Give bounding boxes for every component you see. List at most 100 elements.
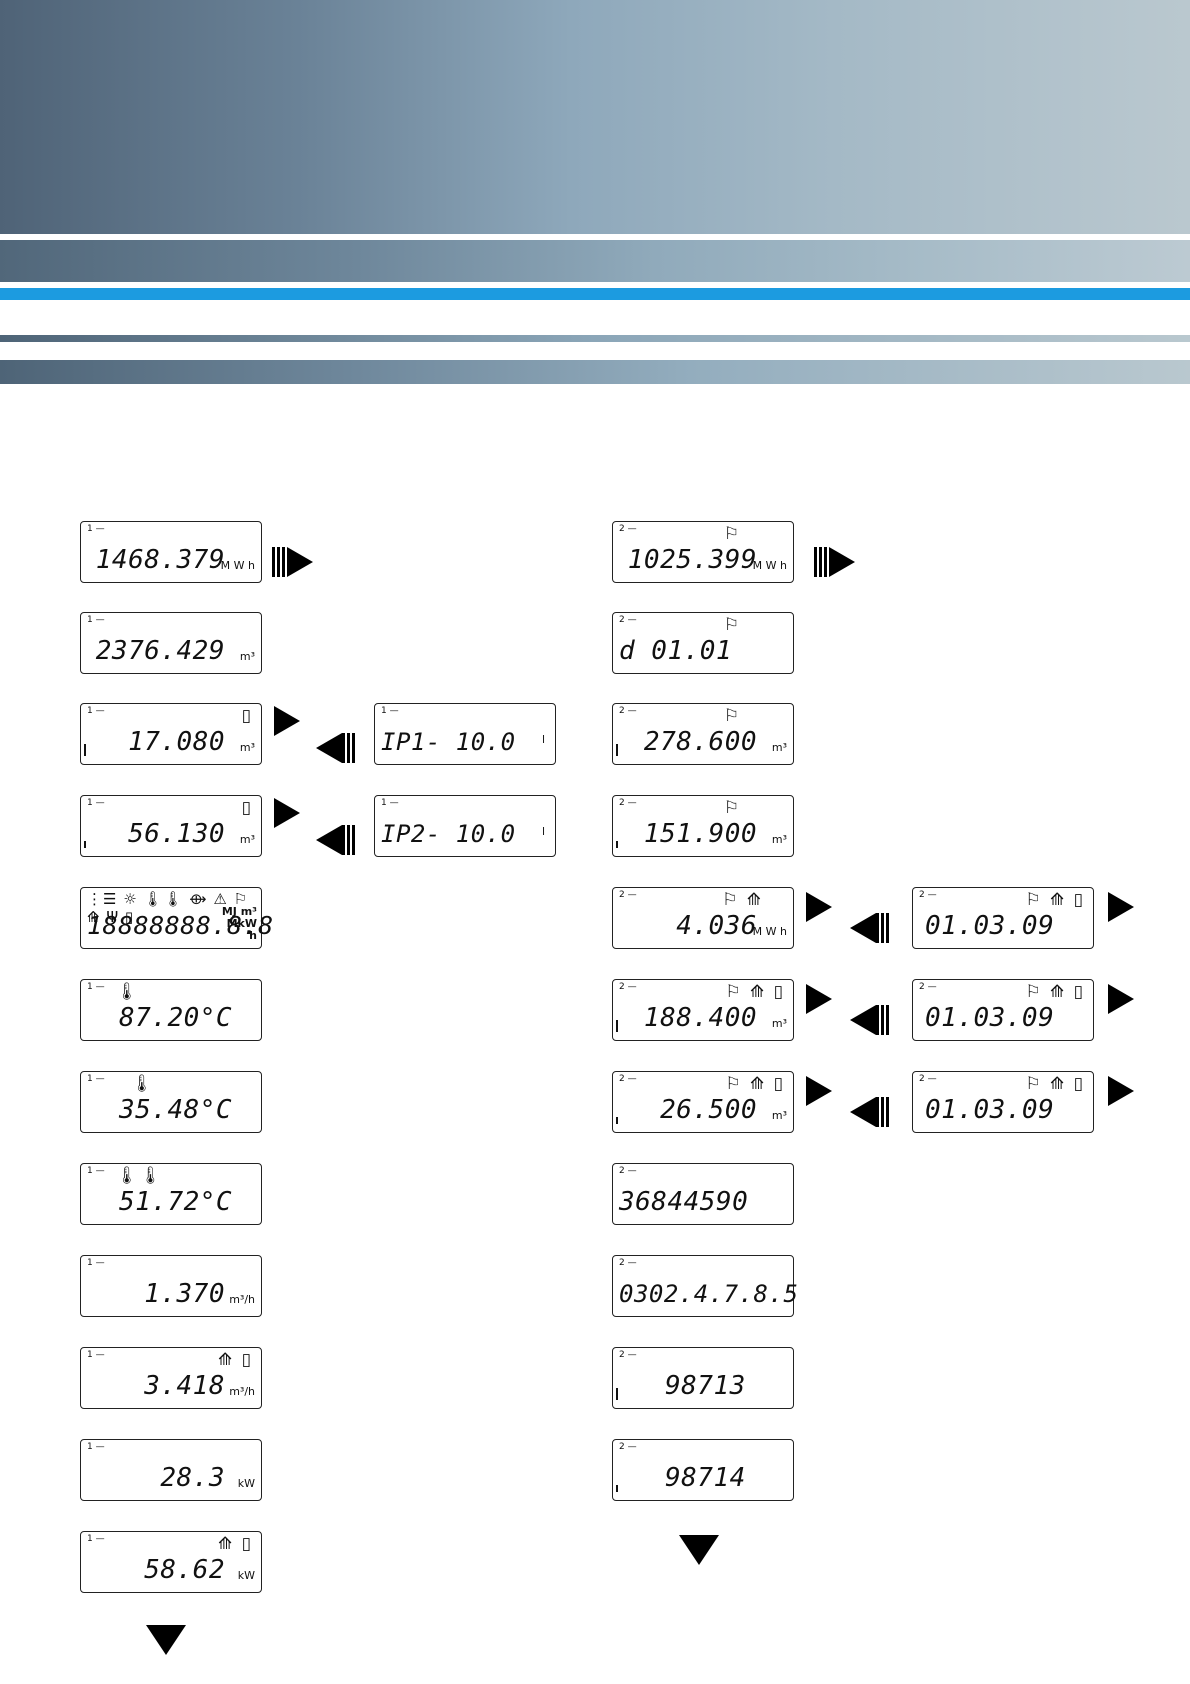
channel-label: 1 — [381, 798, 399, 808]
left-bars-icon [876, 1005, 890, 1035]
lcd-value: 28.3 [160, 1463, 225, 1493]
right-arrow-icon [806, 984, 832, 1014]
segment-test-icons: ⋮☰ ☼ 🌡🌡 ⟴ ⚠ ⚐ ⟰ Ψ ▯ [87, 890, 249, 926]
header-thin-line [0, 335, 1190, 342]
memory-icon: ▯ [241, 706, 253, 726]
channel-label: 2 — [919, 890, 937, 900]
lcd-right-3: 2 — ⚐ 278.600 m³ [612, 703, 794, 765]
tariff-peak-icon: ⚐ ⟰ ▯ [725, 982, 785, 1002]
lcd-value: 1.370 [144, 1279, 225, 1309]
lcd-left-4: 1 — ▯ 56.130 m³ [80, 795, 262, 857]
lcd-right-2: 2 — ⚐ d 01.01 [612, 612, 794, 674]
lcd-right-9: 2 — 0302.4.7.8.5 [612, 1255, 798, 1317]
lcd-value: 151.900 [643, 819, 757, 849]
lcd-value: 1468.379 [95, 545, 225, 575]
right-arrow-icon [1108, 892, 1134, 922]
channel-label: 1 — [87, 1258, 105, 1268]
lcd-unit: m³ [239, 741, 255, 754]
lcd-left-2: 1 — 2376.429 m³ [80, 612, 262, 674]
lcd-left-9: 1 — 1.370 m³/h [80, 1255, 262, 1317]
lcd-right-1: 2 — ⚐ 1025.399 M W h [612, 521, 794, 583]
channel-label: 2 — [619, 982, 637, 992]
memory-icon: ▯ [241, 798, 253, 818]
lcd-unit: m³ [771, 1109, 787, 1122]
flag-icon [616, 1485, 618, 1492]
lcd-left-1: 1 — 1468.379 M W h [80, 521, 262, 583]
left-arrow-icon [316, 825, 342, 855]
lcd-value: 1025.399 [627, 545, 757, 575]
tariff-peak-icon: ⚐ ⟰ [722, 890, 763, 910]
lcd-unit: m³ [239, 833, 255, 846]
flag-icon [616, 1388, 618, 1400]
next-arrow-icon [829, 547, 855, 577]
left-arrow-icon [850, 1097, 876, 1127]
header-banner [0, 0, 1190, 234]
tariff-peak-icon: ⚐ ⟰ ▯ [1025, 1074, 1085, 1094]
lcd-right-10: 2 — 98713 [612, 1347, 794, 1409]
flag-icon [616, 1020, 618, 1032]
lcd-value: 35.48°C [119, 1095, 233, 1125]
left-arrow-icon [850, 913, 876, 943]
lcd-unit: m³ [771, 741, 787, 754]
flag-icon [84, 841, 86, 848]
right-arrow-icon [274, 706, 300, 736]
lcd-right-8: 2 — 36844590 [612, 1163, 794, 1225]
next-arrow-icon [287, 547, 313, 577]
lcd-value: 01.03.09 [925, 911, 1055, 941]
lcd-left-10: 1 — ⟰ ▯ 3.418 m³/h [80, 1347, 262, 1409]
lcd-value: 98714 [665, 1463, 746, 1493]
left-arrow-icon [316, 733, 342, 763]
lcd-value: 36844590 [619, 1187, 749, 1217]
lcd-value: 188.400 [643, 1003, 757, 1033]
left-bars-icon [876, 1097, 890, 1127]
channel-label: 2 — [619, 706, 637, 716]
lcd-unit: l [541, 825, 545, 838]
down-arrow-icon [679, 1535, 719, 1565]
channel-label: 1 — [87, 524, 105, 534]
lcd-unit: M W h [752, 559, 787, 572]
lcd-right-5: 2 — ⚐ ⟰ 4.036 M W h [612, 887, 794, 949]
lcd-unit: m³/h [229, 1385, 255, 1398]
flag-icon [616, 1117, 618, 1124]
right-arrow-icon [1108, 1076, 1134, 1106]
down-arrow-icon [146, 1625, 186, 1655]
channel-label: 2 — [619, 1258, 637, 1268]
lcd-right-sub-3: 2 — ⚐ ⟰ ▯ 01.03.09 [912, 1071, 1094, 1133]
channel-label: 2 — [619, 1350, 637, 1360]
channel-label: 2 — [619, 1074, 637, 1084]
header-blue-line [0, 288, 1190, 300]
channel-label: 1 — [87, 1166, 105, 1176]
lcd-right-4: 2 — ⚐ 151.900 m³ [612, 795, 794, 857]
channel-label: 1 — [87, 1534, 105, 1544]
peak-memory-icon: ⟰ ▯ [217, 1350, 253, 1370]
lcd-value: 3.418 [144, 1371, 225, 1401]
lcd-unit: m³/h [229, 1293, 255, 1306]
channel-label: 1 — [87, 798, 105, 808]
left-bars-icon [342, 733, 356, 763]
lcd-unit: l [541, 733, 545, 746]
lcd-value: 98713 [665, 1371, 746, 1401]
channel-label: 1 — [87, 982, 105, 992]
left-bars-icon [342, 825, 356, 855]
tariff-icon: ⚐ [723, 615, 741, 635]
lcd-value: 58.62 [144, 1555, 225, 1585]
tariff-peak-icon: ⚐ ⟰ ▯ [725, 1074, 785, 1094]
lcd-value: 17.080 [128, 727, 225, 757]
thermometer-icon: 🌡 [116, 982, 140, 1002]
lcd-unit: m³ [239, 650, 255, 663]
peak-memory-icon: ⟰ ▯ [217, 1534, 253, 1554]
channel-label: 1 — [381, 706, 399, 716]
lcd-left-test: ⋮☰ ☼ 🌡🌡 ⟴ ⚠ ⚐ ⟰ Ψ ▯ 18888888.8.8 MJ m³ M… [80, 887, 274, 949]
lcd-value: 51.72°C [119, 1187, 233, 1217]
channel-label: 2 — [619, 615, 637, 625]
lcd-value: 18888888.8.8 [87, 911, 274, 940]
right-arrow-icon [1108, 984, 1134, 1014]
lcd-unit: kW [237, 1569, 255, 1582]
lcd-right-sub-2: 2 — ⚐ ⟰ ▯ 01.03.09 [912, 979, 1094, 1041]
channel-label: 2 — [619, 1166, 637, 1176]
lcd-left-11: 1 — 28.3 kW [80, 1439, 262, 1501]
lcd-left-sub-1: 1 — IP1- 10.0 l [374, 703, 556, 765]
channel-label: 2 — [919, 982, 937, 992]
lcd-left-12: 1 — ⟰ ▯ 58.62 kW [80, 1531, 262, 1593]
lcd-right-11: 2 — 98714 [612, 1439, 794, 1501]
